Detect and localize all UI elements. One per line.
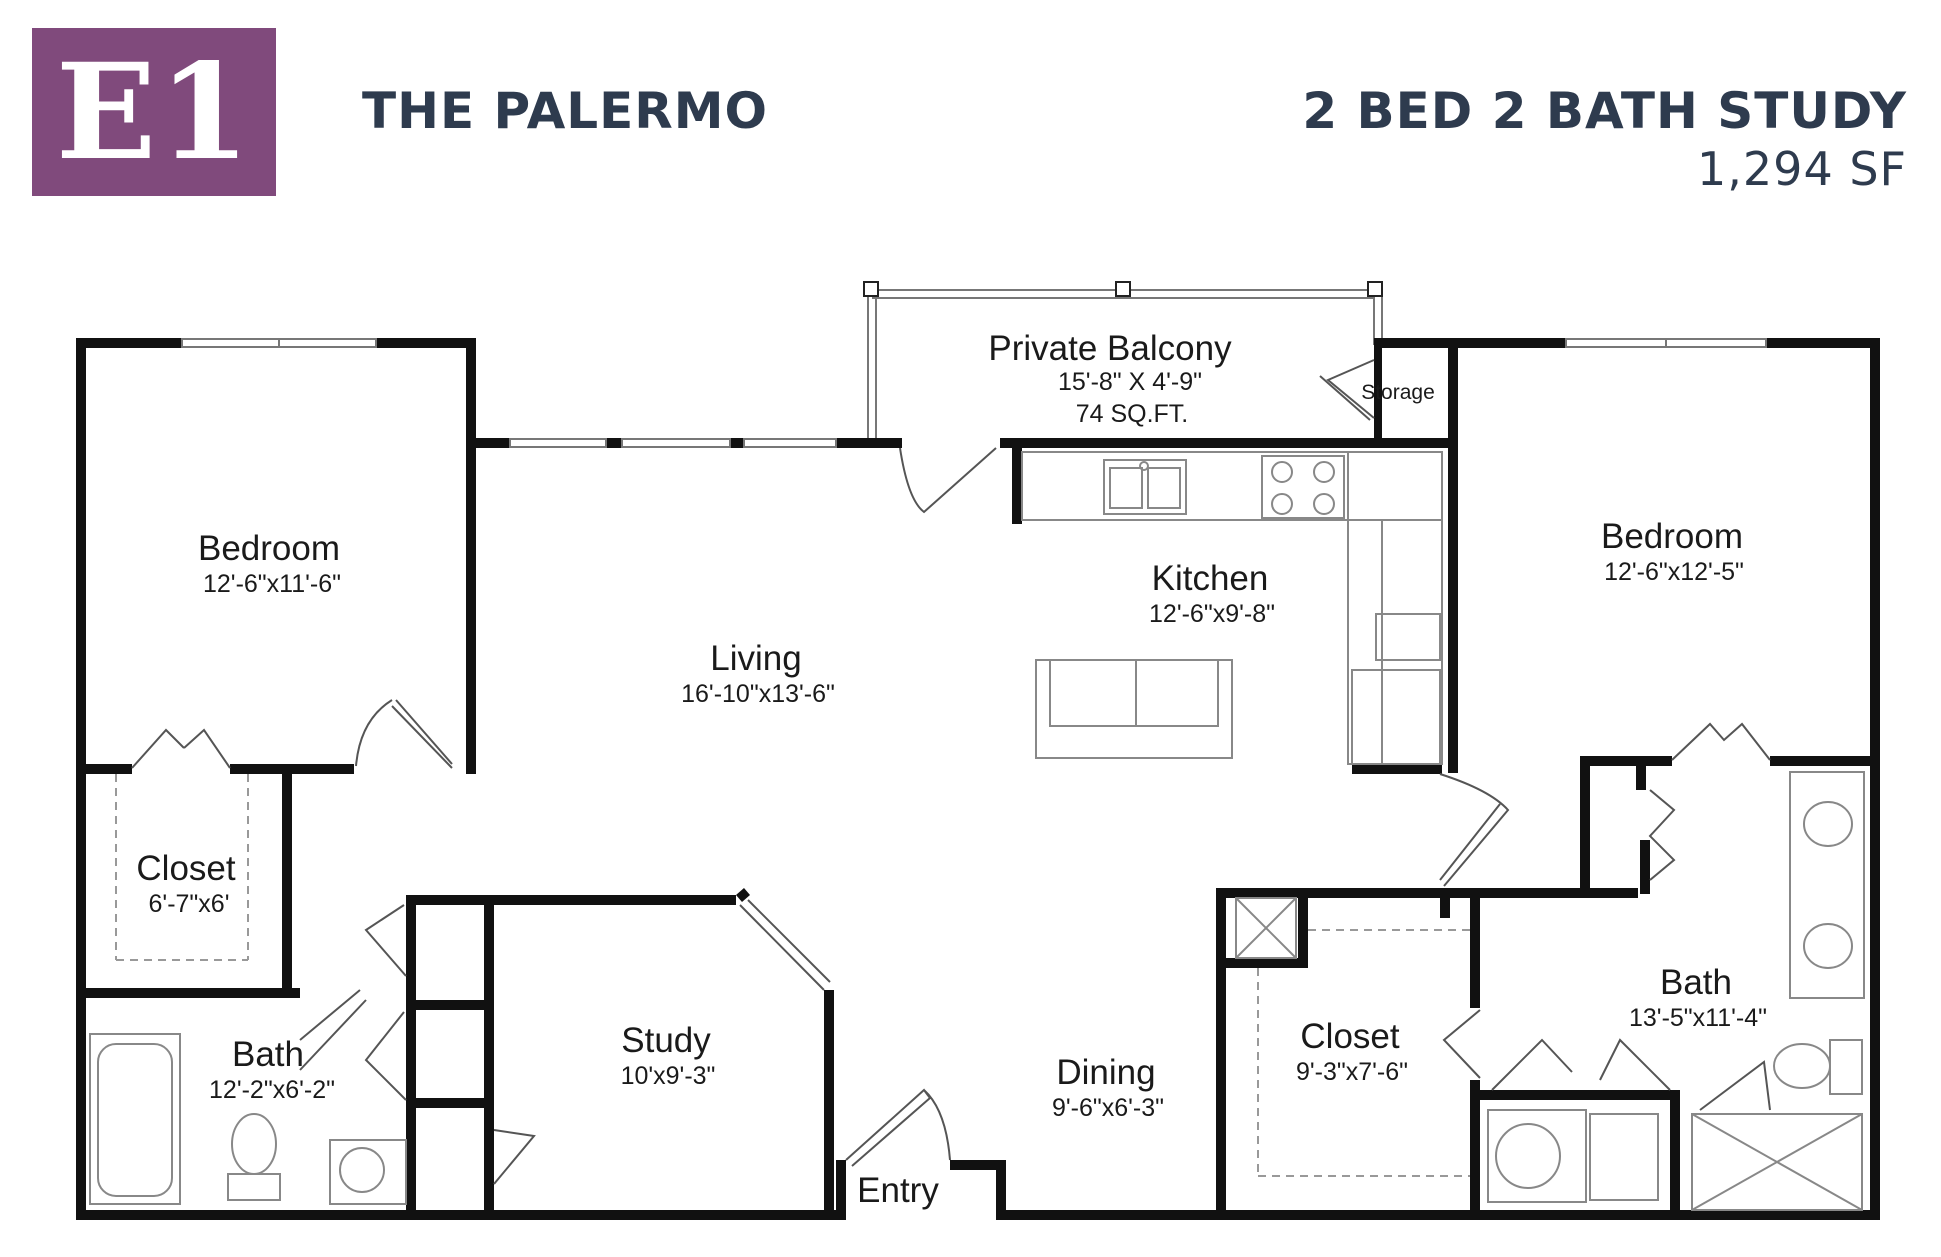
storage-label: Storage [1361,381,1435,404]
closet-right-dims: 9'-3"x7'-6" [1296,1058,1408,1086]
bedroom-right-label: Bedroom [1601,517,1743,556]
interior-walls [76,440,1880,1220]
plan-badge: E1 [32,28,276,196]
study-label: Study [621,1021,711,1060]
bath-right-label: Bath [1660,963,1732,1002]
kitchen-label: Kitchen [1152,559,1269,598]
bedroom-right-dims: 12'-6"x12'-5" [1604,558,1744,586]
living-dims: 16'-10"x13'-6" [681,680,835,708]
room-labels: Private Balcony 15'-8" X 4'-9" 74 SQ.FT.… [136,329,1767,1210]
living-label: Living [710,639,801,678]
exterior-walls [76,338,1880,1220]
kitchen-fixtures [1021,451,1443,765]
balcony-railing [863,281,1383,440]
balcony-label: Private Balcony [988,329,1232,368]
closet-left-label: Closet [136,849,235,888]
entry-label: Entry [857,1171,939,1210]
bedroom-left-label: Bedroom [198,529,340,568]
bath-fixtures [89,771,1865,1211]
closet-right-label: Closet [1300,1017,1399,1056]
bath-right-dims: 13'-5"x11'-4" [1629,1004,1767,1032]
unit-square-feet: 1,294 SF [1697,142,1907,196]
doors [131,359,1771,1185]
balcony-area: 74 SQ.FT. [1076,400,1189,428]
study-dims: 10'x9'-3" [621,1062,716,1090]
bedroom-left-dims: 12'-6"x11'-6" [203,570,341,598]
unit-type: 2 BED 2 BATH STUDY [1302,82,1907,140]
closet-shelving [115,774,1470,1177]
dining-label: Dining [1056,1053,1155,1092]
bath-left-dims: 12'-2"x6'-2" [209,1076,335,1104]
dining-dims: 9'-6"x6'-3" [1052,1094,1164,1122]
balcony-dims: 15'-8" X 4'-9" [1058,368,1202,396]
plan-name: THE PALERMO [362,82,769,140]
bath-left-label: Bath [232,1035,304,1074]
kitchen-dims: 12'-6"x9'-8" [1149,600,1275,628]
closet-left-dims: 6'-7"x6' [149,890,230,918]
